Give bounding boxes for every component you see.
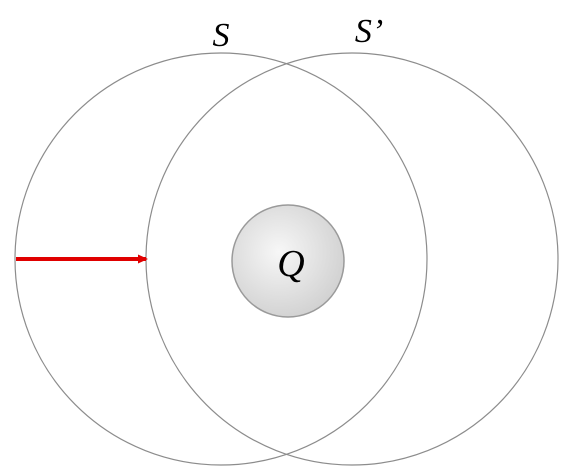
surface-s-prime-circle [145,52,559,466]
charge-label: Q [277,243,304,285]
surface-s-circle [14,52,428,466]
charge-sphere [231,204,345,318]
surface-s-prime-label: S’ [355,13,383,50]
surface-s-label: S [213,17,230,54]
